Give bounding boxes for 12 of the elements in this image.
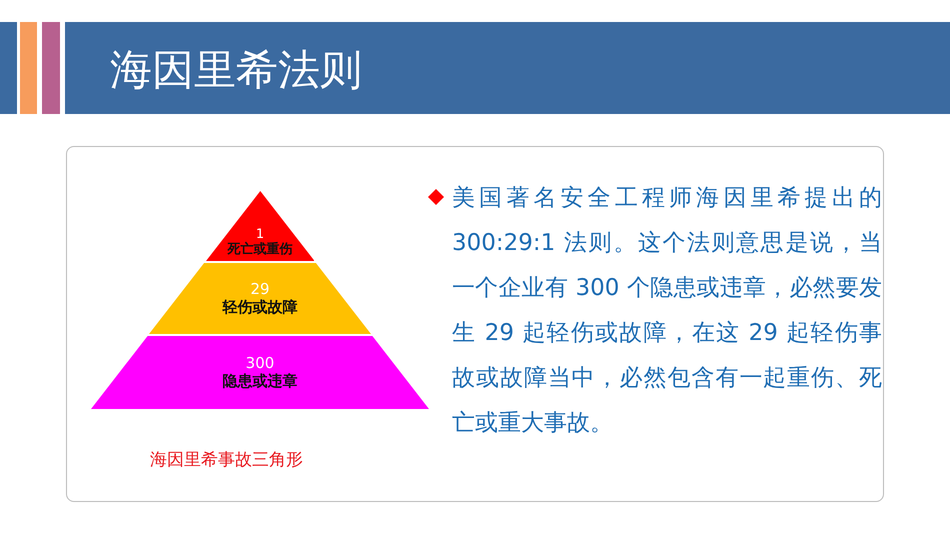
- figure-caption: 海因里希事故三角形: [150, 449, 303, 472]
- pyramid-middle-band: [149, 263, 371, 334]
- pyramid-base-band: [91, 336, 429, 409]
- tier-count: 29: [250, 281, 270, 298]
- tier-count: 300: [246, 355, 274, 372]
- slide-title: 海因里希法则: [110, 44, 362, 96]
- tier-label: 轻伤或故障: [222, 298, 298, 316]
- body-paragraph: 美国著名安全工程师海因里希提出的300:29:1 法则。这个法则意思是说，当一个企业有 300 个隐患或违章，必然要发生 29 起轻伤或故障，在这 29 起轻伤事故或故障当中，必然包含有一起重伤、死亡或重大事故。: [452, 184, 882, 438]
- pyramid-apex-triangle: [206, 191, 314, 261]
- tier-count: 1: [256, 228, 264, 242]
- tier-label: 隐患或违章: [222, 372, 298, 390]
- tier-label: 死亡或重伤: [227, 243, 292, 258]
